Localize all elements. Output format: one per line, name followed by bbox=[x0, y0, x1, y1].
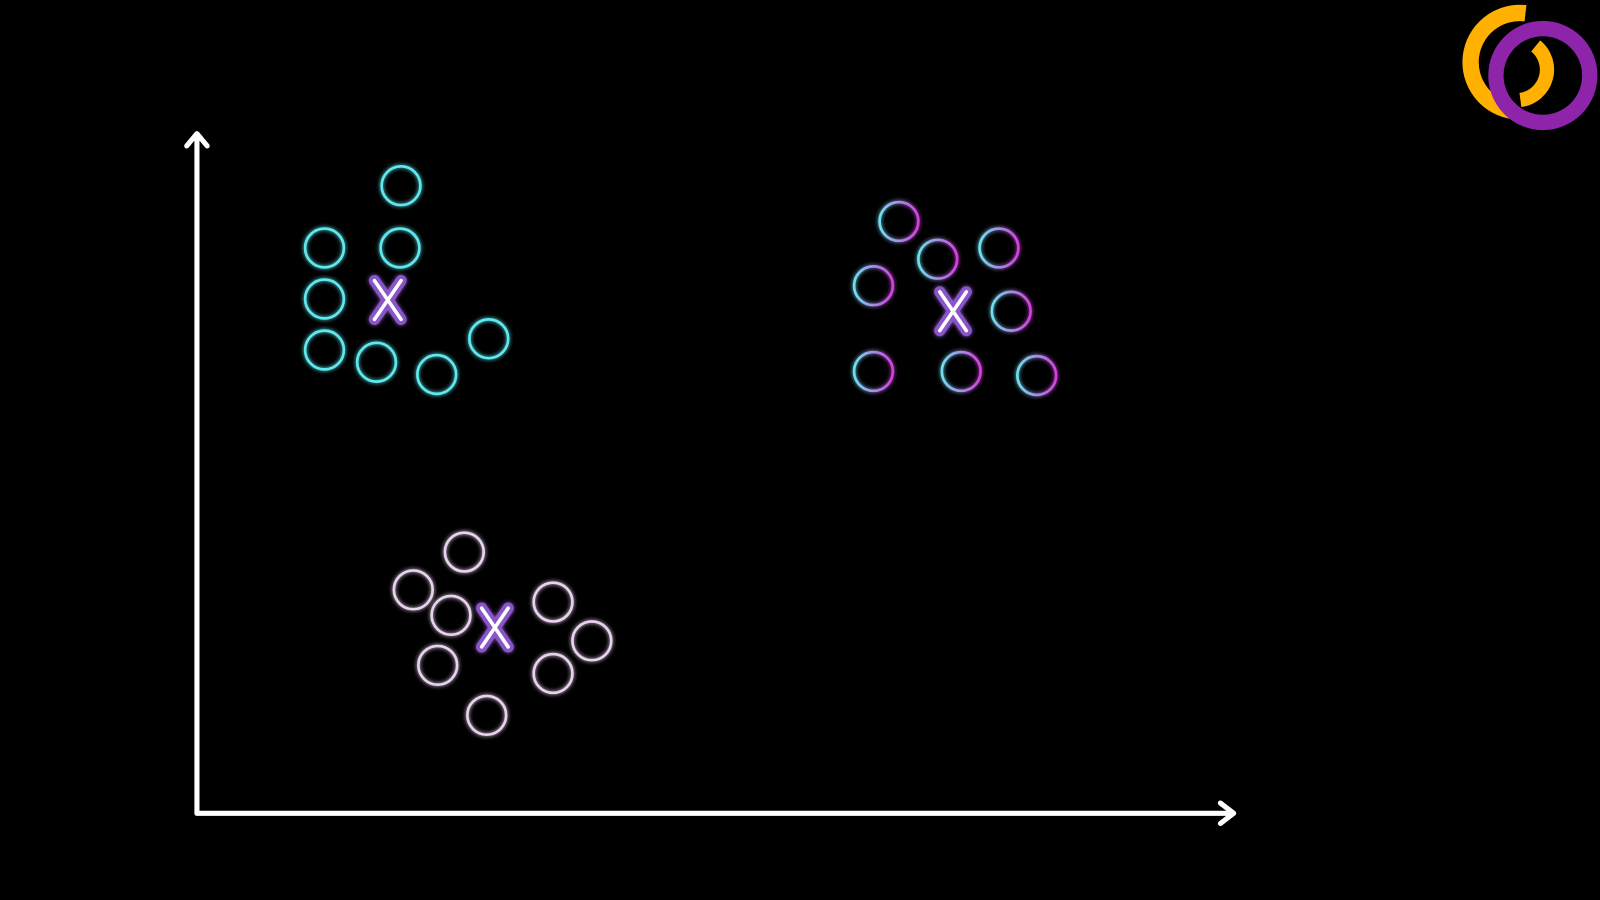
y-axis-arrowhead-icon bbox=[184, 131, 210, 149]
cluster-a bbox=[303, 165, 510, 396]
data-point bbox=[852, 265, 895, 307]
data-point bbox=[443, 531, 485, 573]
data-point bbox=[430, 594, 472, 637]
data-point bbox=[990, 290, 1032, 332]
data-point bbox=[380, 165, 422, 207]
x-axis-arrowhead-icon bbox=[1217, 800, 1237, 827]
data-point bbox=[303, 227, 346, 269]
data-point bbox=[303, 278, 346, 320]
data-point bbox=[392, 569, 434, 611]
data-point bbox=[852, 350, 895, 393]
data-point bbox=[940, 350, 982, 393]
cluster-b bbox=[852, 200, 1058, 397]
axes bbox=[184, 131, 1237, 827]
centroid-x-mark-icon bbox=[476, 602, 514, 653]
data-point bbox=[417, 644, 459, 687]
data-point bbox=[878, 200, 920, 243]
data-point bbox=[917, 238, 959, 280]
logo-orange-ring-icon bbox=[1462, 4, 1527, 120]
data-point bbox=[303, 329, 346, 371]
data-point bbox=[468, 318, 510, 360]
centroid-x-mark-icon bbox=[368, 275, 407, 325]
cluster-c bbox=[392, 531, 613, 737]
data-point bbox=[379, 227, 421, 269]
logo-orange-inner-arc-icon bbox=[1519, 40, 1555, 108]
data-point bbox=[416, 353, 458, 396]
data-point bbox=[466, 694, 508, 737]
data-point bbox=[571, 620, 613, 662]
logo-purple-ring-icon bbox=[1488, 20, 1598, 131]
data-point bbox=[1016, 354, 1058, 397]
data-point bbox=[355, 341, 398, 383]
data-point bbox=[978, 227, 1020, 269]
data-point bbox=[532, 652, 574, 695]
data-point bbox=[532, 581, 574, 623]
centroid-x-mark-icon bbox=[934, 286, 972, 337]
logo bbox=[1462, 4, 1598, 131]
